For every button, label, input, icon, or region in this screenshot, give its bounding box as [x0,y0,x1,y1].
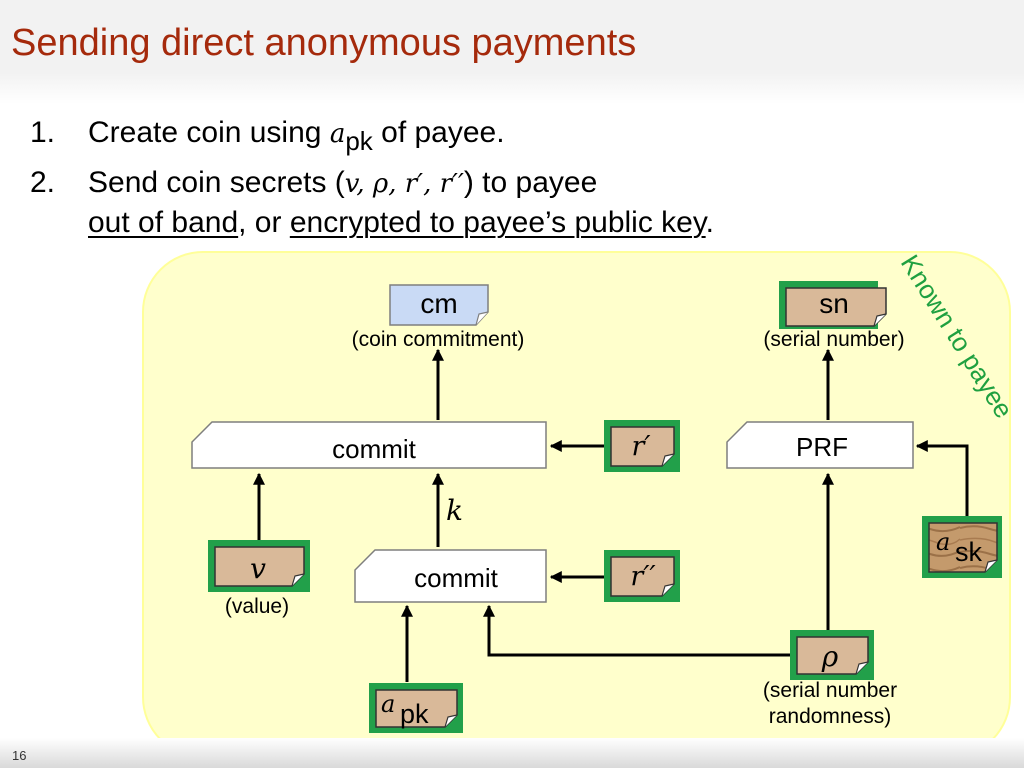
cm-label: cm [420,288,457,319]
rho-caption-line1: (serial number [763,679,897,702]
bullet-2-math: v, ρ, r′, r′′ [344,169,464,199]
cm-caption: (coin commitment) [352,328,525,351]
v-node: v [208,540,310,592]
k-label: k [446,494,463,527]
bullet-2-text: Send coin secrets ( [88,166,345,199]
a-pk-node: a pk [369,683,463,733]
a-sk-sub: sk [955,537,983,567]
a-pk-sub: pk [400,699,429,729]
sn-node: sn [779,281,887,329]
a-sk-base: a [936,528,950,556]
r-prime-label: r′ [631,431,650,462]
commit-top-box: commit [191,421,547,469]
bullet-1-text-after: of payee. [372,116,505,149]
commit-bottom-box: commit [354,549,547,603]
bullet-2-text-after: ) to payee [463,166,598,199]
prf-box: PRF [726,421,914,469]
rho-caption-line2: randomness) [769,705,892,728]
bullet-1-text: Create coin using [88,116,330,149]
a-sk-node: a sk [922,516,1002,578]
sn-label: sn [819,288,849,319]
bullet-1-number: 1. [30,116,56,149]
commit-top-label: commit [332,434,417,464]
v-label: v [250,552,266,585]
commit-bottom-label: commit [414,563,499,593]
bullet-2-line2-mid: , or [238,206,290,239]
r-prime-node: r′ [604,420,680,472]
page-number: 16 [12,748,27,763]
title-bar [0,0,1024,104]
bullet-2-line2: out of band, or encrypted to payee’s pub… [88,208,714,238]
slide-title: Sending direct anonymous payments [11,22,637,64]
rho-node: ρ [790,630,874,680]
bullet-2-line2-end: . [705,206,714,239]
encrypted-link: encrypted to payee’s public key [289,206,706,239]
r-double-prime-node: r′′ [604,550,680,602]
bullet-1-math-sub: pk [345,126,373,156]
rho-label: ρ [821,640,839,673]
a-pk-base: a [381,690,395,718]
v-caption: (value) [225,595,289,618]
sn-caption: (serial number) [763,328,904,351]
arrow-rho-to-commit [483,604,805,657]
footer-bar [0,738,1024,768]
arrow-ask-to-prf [915,440,969,518]
cm-node: cm [389,284,489,326]
out-of-band-link: out of band [88,206,239,239]
bullet-1-math-base: a [329,119,346,149]
r-double-prime-label: r′′ [630,561,655,592]
bullet-2-number: 2. [30,166,56,199]
prf-label: PRF [796,432,848,462]
